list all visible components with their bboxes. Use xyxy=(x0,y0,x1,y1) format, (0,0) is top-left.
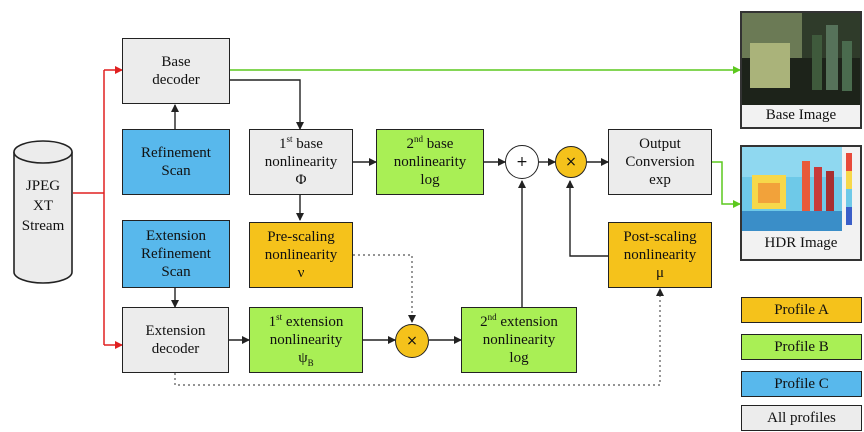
red-stream-wires xyxy=(73,66,123,349)
ext-nl1-sup: st xyxy=(276,312,283,322)
extension-decoder-box: Extension decoder xyxy=(122,307,229,373)
base-decoder-line2: decoder xyxy=(152,72,200,88)
postscaling-nonlinearity-box: Post-scaling nonlinearity μ xyxy=(608,222,712,288)
ext-refinement-scan-box: Extension Refinement Scan xyxy=(122,220,230,288)
postscale-symbol: μ xyxy=(655,265,665,281)
hdr-image-picture xyxy=(742,147,852,231)
prescale-line2: nonlinearity xyxy=(264,247,338,263)
multiply-operator-ext-icon: × xyxy=(395,324,429,358)
base-nl2-rest: base xyxy=(423,136,454,152)
prescale-symbol: ν xyxy=(297,265,305,281)
output-line1: Output xyxy=(639,136,681,152)
legend-profile-a: Profile A xyxy=(741,297,862,323)
postscale-line1: Post-scaling xyxy=(623,229,697,245)
ext-nl1-sub: B xyxy=(307,358,314,368)
ext-refinement-line1: Extension xyxy=(145,228,206,244)
base-nl2-line3: log xyxy=(420,172,440,188)
ext-refinement-line2: Refinement xyxy=(141,246,211,262)
ext-refinement-line3: Scan xyxy=(161,264,191,280)
prescaling-nonlinearity-box: Pre-scaling nonlinearity ν xyxy=(249,222,353,288)
ext-nl2-line3: log xyxy=(509,350,529,366)
base-image-thumbnail: Base Image xyxy=(740,11,862,129)
extension-nonlinearity-2-box: 2nd extension nonlinearity log xyxy=(461,307,577,373)
refinement-scan-line1: Refinement xyxy=(141,145,211,161)
plus-operator-icon: + xyxy=(505,145,539,179)
stream-line-2: XT xyxy=(33,198,53,214)
base-nonlinearity-1-box: 1st base nonlinearity Φ xyxy=(249,129,353,195)
output-line2: Conversion xyxy=(625,154,695,170)
multiply-operator-icon: × xyxy=(555,146,587,178)
ext-decoder-line1: Extension xyxy=(145,323,206,339)
ext-decoder-line2: decoder xyxy=(151,341,200,357)
extension-nonlinearity-1-box: 1st extension nonlinearity ψB xyxy=(249,307,363,373)
base-nl2-line2: nonlinearity xyxy=(393,154,467,170)
stream-line-3: Stream xyxy=(21,218,65,234)
prescale-line1: Pre-scaling xyxy=(267,229,335,245)
hdr-image-thumbnail: HDR Image xyxy=(740,145,862,261)
ext-nl2-num: 2 xyxy=(480,314,488,330)
black-wires xyxy=(171,79,609,344)
base-nl1-sup: st xyxy=(286,134,293,144)
base-nl1-rest: base xyxy=(292,136,323,152)
stream-label: JPEG XT Stream xyxy=(13,176,73,236)
ext-nl2-sup: nd xyxy=(487,312,497,322)
postscale-line2: nonlinearity xyxy=(623,247,697,263)
stream-line-1: JPEG xyxy=(25,178,61,194)
refinement-scan-line2: Scan xyxy=(161,163,191,179)
refinement-scan-box: Refinement Scan xyxy=(122,129,230,195)
base-nl1-symbol: Φ xyxy=(295,172,307,188)
ext-nl1-rest: extension xyxy=(282,314,344,330)
ext-nl1-symbol: ψ xyxy=(298,350,308,366)
ext-nl1-num: 1 xyxy=(268,314,277,330)
base-nl1-line2: nonlinearity xyxy=(264,154,338,170)
hdr-image-caption: HDR Image xyxy=(764,235,838,251)
base-nl1-num: 1 xyxy=(279,136,287,152)
output-conversion-box: Output Conversion exp xyxy=(608,129,712,195)
legend-all-profiles: All profiles xyxy=(741,405,862,431)
legend-profile-c: Profile C xyxy=(741,371,862,397)
base-nl2-sup: nd xyxy=(414,134,424,144)
base-decoder-box: Base decoder xyxy=(122,38,230,104)
ext-nl2-line2: nonlinearity xyxy=(482,332,556,348)
base-nonlinearity-2-box: 2nd base nonlinearity log xyxy=(376,129,484,195)
base-nl2-num: 2 xyxy=(406,136,415,152)
ext-nl2-rest: extension xyxy=(496,314,558,330)
ext-nl1-line2: nonlinearity xyxy=(269,332,343,348)
green-output-wires xyxy=(230,66,741,208)
base-image-picture xyxy=(742,13,860,105)
stream-cylinder-icon xyxy=(13,140,73,284)
base-decoder-line1: Base xyxy=(161,54,191,70)
dotted-wires xyxy=(174,254,664,386)
output-line3: exp xyxy=(649,172,671,188)
base-image-caption: Base Image xyxy=(765,107,837,123)
legend-profile-b: Profile B xyxy=(741,334,862,360)
